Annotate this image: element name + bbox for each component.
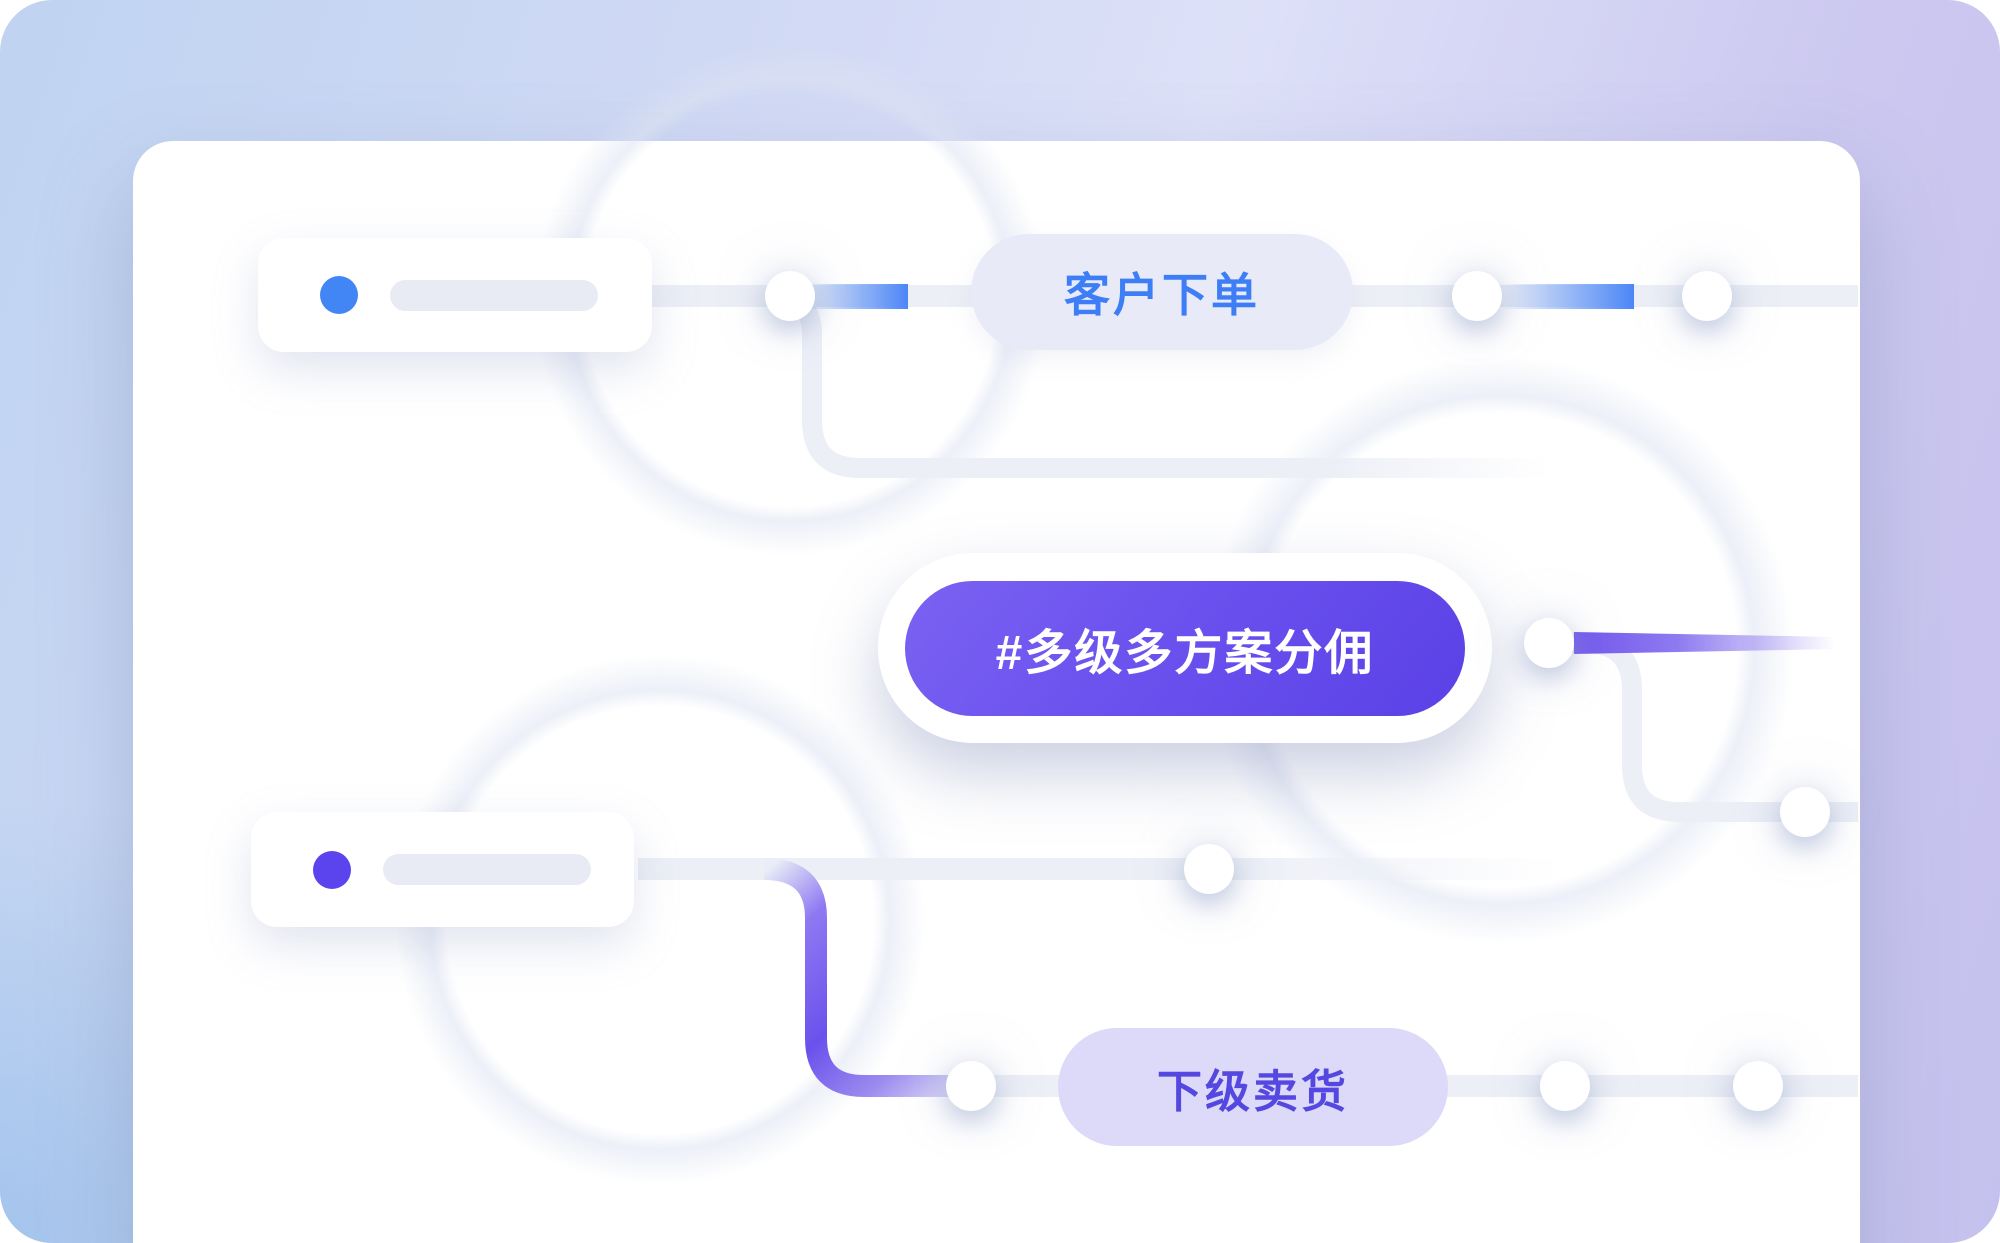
node-circle: [1733, 1061, 1783, 1111]
node-circle: [1524, 618, 1574, 668]
skeleton-text-bar: [390, 279, 598, 311]
pill-commission: #多级多方案分佣: [905, 580, 1465, 716]
purple-branch-curve: [763, 858, 968, 1097]
purple-accent-trail: [1574, 632, 1835, 654]
node-circle: [1184, 844, 1234, 894]
pill-commission-container: #多级多方案分佣: [878, 553, 1492, 743]
skeleton-card-bottom: [251, 812, 634, 927]
blue-accent-segment: [800, 284, 908, 309]
blue-accent-segment: [1500, 284, 1634, 309]
node-circle: [1682, 271, 1732, 321]
node-circle: [1452, 271, 1502, 321]
pill-customer-order: 客户下单: [971, 234, 1353, 350]
pill-downline-sales: 下级卖货: [1058, 1028, 1448, 1146]
skeleton-text-bar: [383, 854, 591, 885]
blue-dot-icon: [320, 276, 358, 314]
right-branch-curve: [1549, 633, 1858, 822]
node-circle: [1780, 787, 1830, 837]
node-circle: [946, 1061, 996, 1111]
node-circle: [1540, 1061, 1590, 1111]
purple-dot-icon: [313, 850, 351, 889]
node-circle: [765, 271, 815, 321]
skeleton-card-top: [258, 238, 652, 352]
